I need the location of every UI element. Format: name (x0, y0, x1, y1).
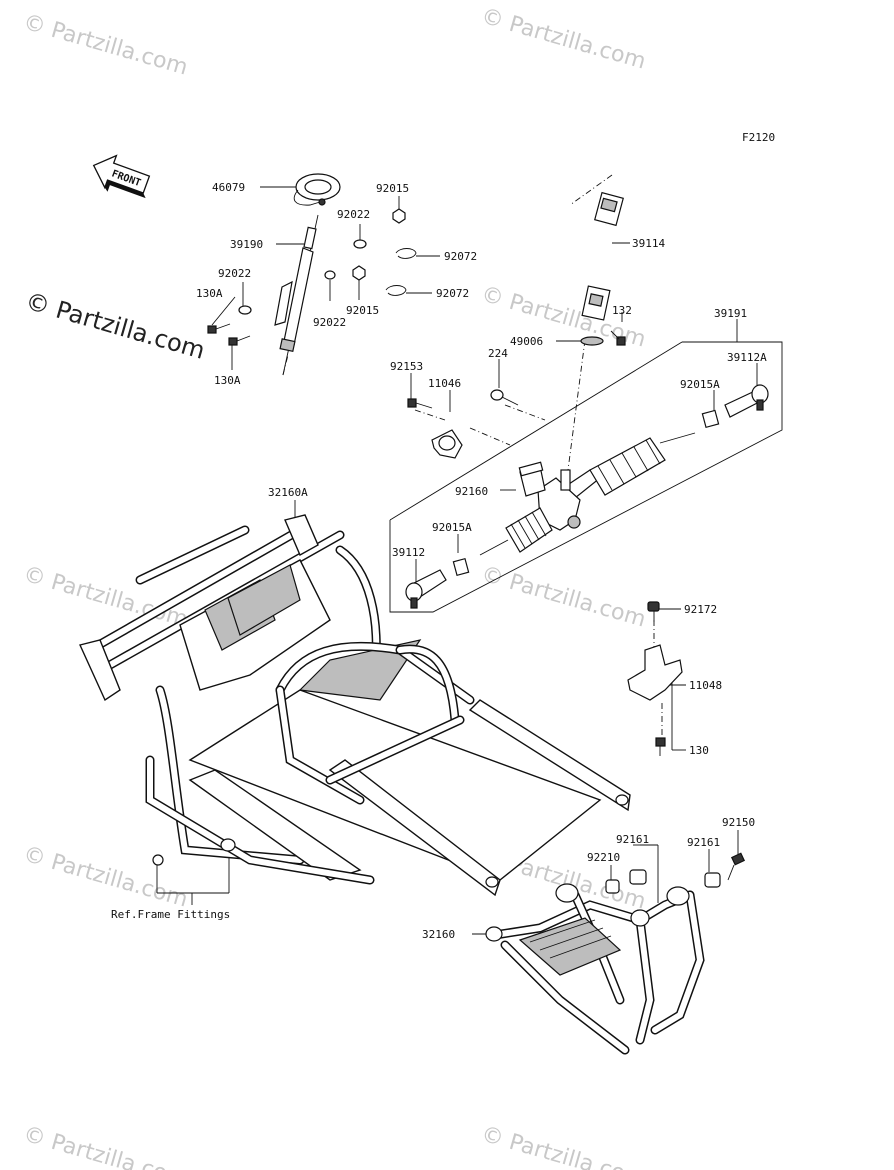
label-39112A: 39112A (727, 351, 767, 364)
label-224: 224 (488, 347, 508, 360)
label-39114: 39114 (632, 237, 665, 250)
main-frame-32160A (79, 514, 631, 897)
leader-lines (156, 174, 758, 935)
label-92015-mid: 92015 (346, 304, 379, 317)
label-130A-b: 130A (214, 374, 241, 387)
label-92072-a: 92072 (444, 250, 477, 263)
label-32160A: 32160A (268, 486, 308, 499)
label-92150: 92150 (722, 816, 755, 829)
steering-column-assembly (207, 173, 417, 376)
label-92153: 92153 (390, 360, 423, 373)
label-92161-a: 92161 (616, 833, 649, 846)
label-92015A-left: 92015A (432, 521, 472, 534)
part-labels: 46079 92015 92022 39190 92072 92022 130A… (111, 181, 767, 941)
label-39112: 39112 (392, 546, 425, 559)
diagram-code: F2120 (742, 131, 775, 144)
watermark: © Partzilla.com (478, 562, 648, 633)
label-92022-bottom: 92022 (313, 316, 346, 329)
label-92015A-right: 92015A (680, 378, 720, 391)
label-130: 130 (689, 744, 709, 757)
label-11048: 11048 (689, 679, 722, 692)
label-32160: 32160 (422, 928, 455, 941)
watermark-large: © Partzilla.com (22, 287, 208, 365)
label-132: 132 (612, 304, 632, 317)
steering-intermediate-shaft (580, 191, 626, 346)
label-92210: 92210 (587, 851, 620, 864)
label-92072-b: 92072 (436, 287, 469, 300)
steering-rack (405, 384, 769, 609)
label-92015-top: 92015 (376, 182, 409, 195)
label-92172: 92172 (684, 603, 717, 616)
label-46079: 46079 (212, 181, 245, 194)
label-39191: 39191 (714, 307, 747, 320)
watermark: © Partzilla.com (20, 10, 190, 81)
label-39190: 39190 (230, 238, 263, 251)
label-130A-a: 130A (196, 287, 223, 300)
ref-frame-fittings-caption: Ref.Frame Fittings (111, 908, 230, 921)
label-49006: 49006 (510, 335, 543, 348)
front-guard-32160 (485, 883, 705, 1055)
label-11046: 11046 (428, 377, 461, 390)
bracket-11048 (627, 601, 683, 756)
label-92160: 92160 (455, 485, 488, 498)
watermark: © Partzilla.com (478, 4, 648, 75)
front-arrow-icon: FRONT (92, 154, 151, 199)
label-92161-b: 92161 (687, 836, 720, 849)
watermark: © Partzilla.com (20, 842, 190, 913)
label-92022-left: 92022 (218, 267, 251, 280)
watermark: © Partzilla.com (20, 1122, 190, 1170)
label-92022-top: 92022 (337, 208, 370, 221)
watermark: © Partzilla.com (478, 1122, 648, 1170)
rack-assembly-box (389, 319, 783, 613)
lower-fittings (605, 852, 746, 894)
